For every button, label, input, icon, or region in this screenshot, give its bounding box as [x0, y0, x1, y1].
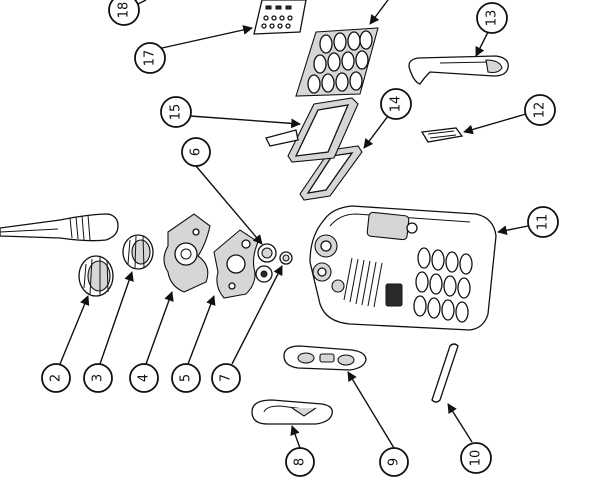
part-15-flex-board — [265, 97, 359, 163]
svg-text:4: 4 — [137, 374, 152, 382]
part-12-connector — [420, 127, 464, 143]
part-6-nut — [255, 243, 277, 283]
part-7-nut — [279, 251, 293, 265]
callout-9: 9 — [379, 447, 409, 477]
leader-lines — [59, 0, 529, 449]
callout-4: 4 — [129, 363, 159, 393]
keypad-buttons — [413, 247, 473, 323]
callout-17: 17 — [134, 42, 166, 74]
svg-text:14: 14 — [389, 96, 404, 113]
svg-text:3: 3 — [91, 374, 106, 382]
svg-text:15: 15 — [169, 104, 184, 121]
callout-15: 15 — [160, 96, 192, 128]
part-11-radio-housing — [309, 205, 497, 331]
part-13-belt-clip — [408, 55, 509, 85]
svg-text:13: 13 — [485, 10, 500, 27]
callout-5: 5 — [171, 363, 201, 393]
speaker-grille — [343, 257, 383, 308]
svg-text:9: 9 — [387, 458, 402, 466]
svg-text:8: 8 — [293, 458, 308, 466]
part-4-plate — [163, 213, 211, 293]
callout-2: 2 — [41, 363, 71, 393]
part-5-gasket — [213, 229, 259, 299]
part-14-gasket-frame — [299, 145, 363, 201]
svg-text:12: 12 — [533, 102, 548, 119]
svg-text:5: 5 — [179, 374, 194, 382]
part-17-keypad-mat — [295, 27, 379, 97]
part-9-button-panel — [283, 345, 367, 371]
svg-text:7: 7 — [219, 374, 234, 382]
antenna — [0, 213, 119, 242]
callout-14: 14 — [380, 88, 412, 120]
svg-text:10: 10 — [469, 450, 484, 467]
callout-10: 10 — [460, 442, 492, 474]
part-18-label-sheet — [253, 0, 307, 35]
part-8-side-cover — [251, 399, 333, 425]
part-10-strip — [431, 343, 459, 403]
callout-7: 7 — [211, 363, 241, 393]
part-3-knob — [122, 234, 154, 270]
svg-text:6: 6 — [189, 148, 204, 156]
callout-13: 13 — [476, 2, 508, 34]
svg-text:2: 2 — [49, 374, 64, 382]
callout-8: 8 — [285, 447, 315, 477]
svg-text:17: 17 — [143, 50, 158, 67]
callout-3: 3 — [83, 363, 113, 393]
callout-18: 18 — [108, 0, 140, 26]
keypad-mat-keys — [307, 30, 373, 94]
part-2-knob — [78, 255, 114, 297]
svg-text:11: 11 — [536, 214, 551, 231]
callout-12: 12 — [524, 94, 556, 126]
callout-11: 11 — [527, 206, 559, 238]
svg-text:18: 18 — [117, 2, 132, 19]
callout-6: 6 — [181, 137, 211, 167]
